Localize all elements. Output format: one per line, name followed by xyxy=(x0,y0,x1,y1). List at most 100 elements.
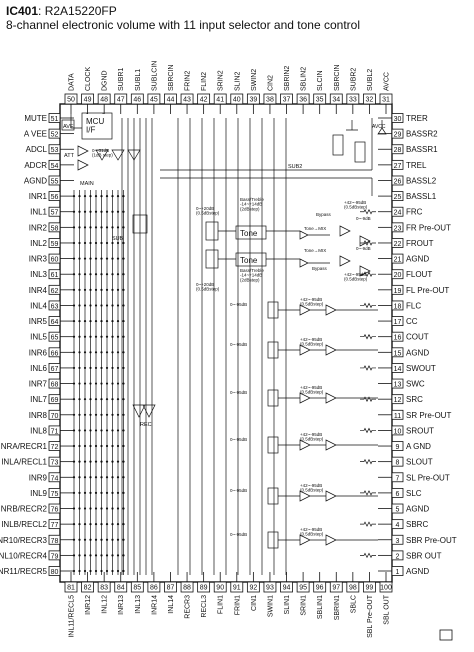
pin-name-24: FRC xyxy=(406,208,423,217)
pin-number-1: 1 xyxy=(396,569,400,576)
pin-name-13: SWC xyxy=(406,380,425,389)
tone-lower-wires xyxy=(218,258,330,268)
pin-name-38: CIN2 xyxy=(267,75,274,91)
avcc-symbol xyxy=(346,120,387,135)
pin-name-73: INLA/RECL1 xyxy=(1,458,47,467)
pin-name-16: COUT xyxy=(406,333,429,342)
pin-name-77: INLB/RECL2 xyxy=(1,520,47,529)
pin-number-62: 62 xyxy=(51,288,59,295)
main-buffer-1 xyxy=(95,149,109,161)
pin-number-66: 66 xyxy=(51,350,59,357)
pin-number-6: 6 xyxy=(396,491,400,498)
bias-resistor-24 xyxy=(360,490,376,496)
sbl-att-label: 0~-95dB xyxy=(230,532,247,537)
pin-number-10: 10 xyxy=(394,428,402,435)
pin-number-71: 71 xyxy=(51,428,59,435)
treble-upper-label: Bass/Treble-14~+14dB(2dBstep) xyxy=(240,197,264,211)
pin-number-39: 39 xyxy=(249,97,257,104)
pin-name-37: SBRIN2 xyxy=(284,66,291,91)
pin-name-69: INL7 xyxy=(30,395,47,404)
pin-name-82: INR12 xyxy=(85,595,92,615)
pin-number-77: 77 xyxy=(51,522,59,529)
pin-name-59: INL2 xyxy=(30,239,47,248)
bias-resistor-12 xyxy=(360,302,376,309)
tone-lower-label: Tone xyxy=(240,256,258,265)
tone-upper-label: Tone xyxy=(240,229,258,238)
pin-number-37: 37 xyxy=(283,97,291,104)
pin-number-88: 88 xyxy=(183,585,191,592)
pin-name-75: INL9 xyxy=(30,489,47,498)
pin-number-45: 45 xyxy=(150,97,158,104)
pin-name-51: MUTE xyxy=(24,114,47,123)
pin-name-17: CC xyxy=(406,317,418,326)
pin-name-8: SLOUT xyxy=(406,458,433,467)
pin-name-85: INL13 xyxy=(135,595,142,614)
pin-number-96: 96 xyxy=(316,585,324,592)
pin-name-41: SRIN2 xyxy=(218,70,225,91)
sbl-switch xyxy=(267,531,279,549)
pin-name-44: SBRCIN xyxy=(168,65,175,91)
sw-vol-label: +42~-95dB(0.5dBstep) xyxy=(300,337,324,347)
pin-number-22: 22 xyxy=(394,241,402,248)
main-label: MAIN xyxy=(80,181,94,187)
bias-resistor-6 xyxy=(360,208,376,215)
pin-name-100: SBL OUT xyxy=(384,594,391,624)
pin-number-26: 26 xyxy=(394,178,402,185)
pin-number-61: 61 xyxy=(51,272,59,279)
pin-name-52: A VEE xyxy=(24,130,47,139)
pin-name-53: ADCL xyxy=(26,145,48,154)
pin-name-93: SWIN1 xyxy=(267,595,274,617)
pin-number-23: 23 xyxy=(394,225,402,232)
sbl-amp-chain xyxy=(278,534,378,546)
pin-number-100: 100 xyxy=(380,585,392,592)
pin-name-80: INR11/RECR5 xyxy=(0,567,48,576)
pin-number-63: 63 xyxy=(51,303,59,310)
mix-gain-fr-label: 0~-9dB xyxy=(356,216,371,221)
pin-number-64: 64 xyxy=(51,319,59,326)
pin-number-56: 56 xyxy=(51,194,59,201)
center-att-label: 0~-95dB xyxy=(230,302,247,307)
pin-name-1: AGND xyxy=(406,567,429,576)
pin-number-17: 17 xyxy=(394,319,402,326)
pin-number-43: 43 xyxy=(183,97,191,104)
pin-name-62: INR4 xyxy=(29,286,48,295)
pin-number-3: 3 xyxy=(396,538,400,545)
pin-number-97: 97 xyxy=(332,585,340,592)
pin-number-48: 48 xyxy=(100,97,108,104)
sbr-att-label: 0~-95dB xyxy=(230,488,247,493)
pin-number-33: 33 xyxy=(349,97,357,104)
pin-name-49: CLOCK xyxy=(85,67,92,91)
pin-number-2: 2 xyxy=(396,553,400,560)
pin-number-20: 20 xyxy=(394,272,402,279)
pin-name-48: DGND xyxy=(102,70,109,91)
pin-name-3: SBR Pre-OUT xyxy=(406,536,457,545)
bias-resistor-18 xyxy=(360,396,376,402)
pin-name-84: INR13 xyxy=(118,595,125,615)
sl-vol-label: +42~-95dB(0.5dBstep) xyxy=(300,432,324,442)
pin-name-20: FLOUT xyxy=(406,270,432,279)
sub2-label: SUB2 xyxy=(288,164,302,170)
pin-name-67: INL6 xyxy=(30,364,47,373)
pin-number-55: 55 xyxy=(51,178,59,185)
pin-number-14: 14 xyxy=(394,366,402,373)
pin-number-50: 50 xyxy=(67,97,75,104)
sbr-switch xyxy=(267,487,279,505)
fr-amps xyxy=(339,225,371,247)
pin-name-60: INR3 xyxy=(29,255,48,264)
center-amp-chain xyxy=(278,304,378,316)
pin-number-29: 29 xyxy=(394,132,402,139)
part-number: IC401 xyxy=(6,4,39,18)
treble-lower-label: Bass/Treble-14~+14dB(2dBstep) xyxy=(240,268,264,282)
pin-name-5: AGND xyxy=(406,505,429,514)
sr-vol-label: +42~-95dB(0.5dBstep) xyxy=(300,385,324,395)
mcu-wires xyxy=(70,113,104,129)
pin-number-44: 44 xyxy=(167,97,175,104)
pin-number-90: 90 xyxy=(216,585,224,592)
pin-name-79: INL10/RECR4 xyxy=(0,551,48,560)
ave-block xyxy=(61,119,75,131)
sw-switch xyxy=(267,341,279,359)
pin-name-71: INL8 xyxy=(30,426,47,435)
pin-number-86: 86 xyxy=(150,585,158,592)
